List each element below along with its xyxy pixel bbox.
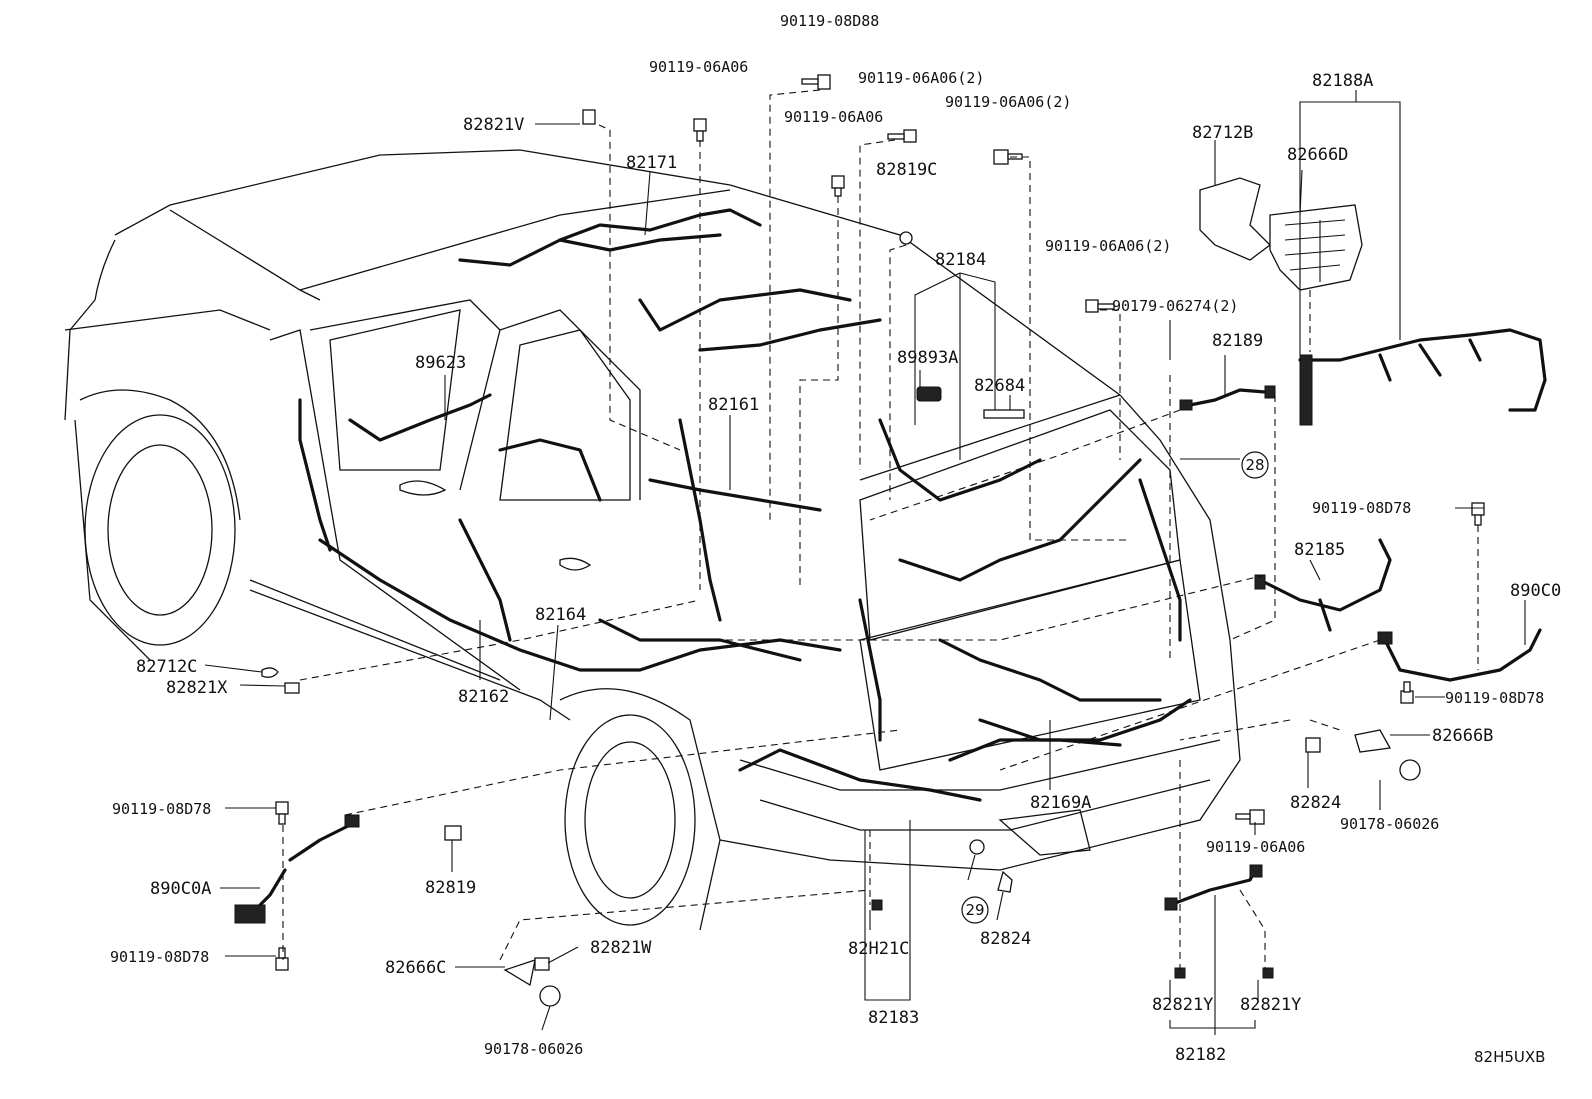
part-label[interactable]: 90119-06A06 xyxy=(649,58,748,76)
bolt-icon xyxy=(693,118,707,142)
part-label[interactable]: 82824 xyxy=(980,929,1031,949)
clip-icon xyxy=(969,839,985,855)
connector-icon xyxy=(1254,574,1266,590)
assembly-dashed-lines xyxy=(282,89,1479,970)
part-label[interactable]: 82185 xyxy=(1294,540,1345,560)
part-label[interactable]: 890C0A xyxy=(150,879,211,899)
bolt-icon xyxy=(275,947,289,971)
part-labels: 90119-08D88 90119-06A06 90119-06A06(2) 8… xyxy=(110,12,1561,1066)
callout-29: 29 xyxy=(961,896,989,924)
part-label[interactable]: 890C0 xyxy=(1510,581,1561,601)
part-label[interactable]: 82666D xyxy=(1287,145,1348,165)
harness-routes xyxy=(243,208,1547,922)
part-label[interactable]: 82189 xyxy=(1212,331,1263,351)
part-label[interactable]: 82H21C xyxy=(848,939,909,959)
bolt-icon xyxy=(993,149,1023,165)
bolt-icon xyxy=(887,129,917,143)
part-label[interactable]: 82684 xyxy=(974,376,1025,396)
clip-icon xyxy=(444,825,462,841)
clip-icon xyxy=(1399,759,1421,781)
callout-29-text: 29 xyxy=(965,901,984,919)
part-label[interactable]: 90178-06026 xyxy=(1340,815,1439,833)
part-label[interactable]: 90179-06274(2) xyxy=(1112,297,1238,315)
clip-icon xyxy=(1262,967,1274,979)
part-glyphs xyxy=(234,74,1485,1007)
part-label[interactable]: 82666B xyxy=(1432,726,1493,746)
clip-icon xyxy=(582,109,596,125)
diagram-code: 82H5UXB xyxy=(1474,1048,1545,1066)
part-label[interactable]: 82821Y xyxy=(1240,995,1301,1015)
clip-icon xyxy=(534,957,550,971)
bolt-icon xyxy=(801,74,831,90)
bolt-icon xyxy=(1085,299,1115,313)
clip-icon xyxy=(997,870,1013,893)
bolt-icon xyxy=(1400,681,1414,704)
clip-icon xyxy=(539,985,561,1007)
part-label[interactable]: 82164 xyxy=(535,605,586,625)
connector-icon xyxy=(1249,864,1263,878)
clip-icon xyxy=(503,959,536,987)
part-label[interactable]: 82712B xyxy=(1192,123,1253,143)
bolt-icon xyxy=(1471,502,1485,526)
part-label[interactable]: 82184 xyxy=(935,250,986,270)
clip-icon xyxy=(1305,737,1321,753)
connector-icon xyxy=(1179,399,1193,411)
clip-icon xyxy=(1354,729,1392,753)
clip-icon xyxy=(261,667,279,678)
part-label[interactable]: 90119-08D78 xyxy=(112,800,211,818)
part-label[interactable]: 90119-08D88 xyxy=(780,12,879,30)
part-label[interactable]: 82169A xyxy=(1030,793,1091,813)
bolt-icon xyxy=(831,175,845,197)
connector-icon xyxy=(1377,631,1393,645)
part-label[interactable]: 82712C xyxy=(136,657,197,677)
part-label[interactable]: 82821Y xyxy=(1152,995,1213,1015)
connector-icon xyxy=(1299,354,1313,426)
part-label[interactable]: 82824 xyxy=(1290,793,1341,813)
part-label[interactable]: 90119-06A06(2) xyxy=(1045,237,1171,255)
bolt-icon xyxy=(275,801,289,825)
clip-icon xyxy=(871,899,883,911)
part-label[interactable]: 90119-08D78 xyxy=(110,948,209,966)
part-label[interactable]: 82162 xyxy=(458,687,509,707)
protector-icon xyxy=(983,409,1025,419)
bolt-icon xyxy=(1235,809,1265,825)
connector-icon xyxy=(1264,385,1276,399)
part-label[interactable]: 90119-06A06 xyxy=(784,108,883,126)
protector-icon xyxy=(1269,204,1363,291)
clip-icon xyxy=(899,231,913,245)
part-label[interactable]: 82182 xyxy=(1175,1045,1226,1065)
part-label[interactable]: 82819C xyxy=(876,160,937,180)
part-label[interactable]: 82161 xyxy=(708,395,759,415)
part-label[interactable]: 82821X xyxy=(166,678,228,698)
part-label[interactable]: 89893A xyxy=(897,348,958,368)
part-label[interactable]: 82188A xyxy=(1312,71,1373,91)
connector-icon xyxy=(234,904,266,924)
part-label[interactable]: 90119-06A06(2) xyxy=(858,69,984,87)
callout-28: 28 xyxy=(1241,451,1269,479)
part-label[interactable]: 82171 xyxy=(626,153,677,173)
part-label[interactable]: 90119-06A06(2) xyxy=(945,93,1071,111)
connector-icon xyxy=(1164,897,1178,911)
connector-icon xyxy=(344,814,360,828)
protector-icon xyxy=(1199,177,1271,261)
part-label[interactable]: 90119-08D78 xyxy=(1312,499,1411,517)
part-label[interactable]: 82819 xyxy=(425,878,476,898)
part-label[interactable]: 90119-06A06 xyxy=(1206,838,1305,856)
part-label[interactable]: 89623 xyxy=(415,353,466,373)
protector-icon xyxy=(916,386,942,402)
part-label[interactable]: 82666C xyxy=(385,958,446,978)
clip-icon xyxy=(284,682,300,694)
part-label[interactable]: 82821V xyxy=(463,115,524,135)
part-label[interactable]: 90119-08D78 xyxy=(1445,689,1544,707)
leader-lines xyxy=(204,90,1526,1035)
part-label[interactable]: 82183 xyxy=(868,1008,919,1028)
part-label[interactable]: 90178-06026 xyxy=(484,1040,583,1058)
part-label[interactable]: 82821W xyxy=(590,938,652,958)
callout-28-text: 28 xyxy=(1245,456,1264,474)
